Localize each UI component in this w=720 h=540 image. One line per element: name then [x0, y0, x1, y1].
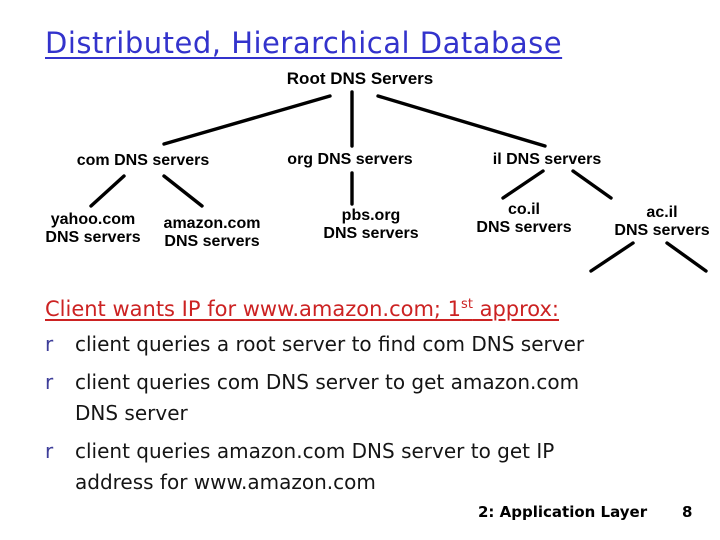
edge-root-il [376, 94, 547, 148]
tree-node-pbs-line2: DNS servers [323, 225, 419, 242]
tree-node-root: Root DNS Servers [286, 69, 434, 88]
bullet-text-line: client queries amazon.com DNS server to … [75, 439, 555, 463]
edge-acil-child-right [665, 241, 708, 273]
tree-node-yahoo-line2: DNS servers [45, 229, 141, 246]
body-heading-suffix: approx: [472, 297, 560, 321]
edge-com-yahoo [89, 174, 126, 208]
edge-il-coil [501, 169, 545, 200]
tree-node-coil: co.il DNS servers [476, 201, 571, 237]
tree-node-acil-line2: DNS servers [614, 222, 710, 239]
tree-node-com: com DNS servers [76, 152, 210, 169]
tree-node-acil-line1: ac.il [646, 204, 678, 221]
bullet-item: r client queries amazon.com DNS server t… [45, 436, 685, 498]
bullet-text-line: client queries a root server to find com… [75, 332, 585, 356]
tree-node-amazon-line1: amazon.com [163, 215, 261, 232]
bullet-text: client queries amazon.com DNS server to … [75, 436, 554, 498]
bullet-marker: r [45, 332, 54, 356]
bullet-text: client queries a root server to find com… [75, 329, 584, 360]
footer-section-label: 2: Application Layer [478, 503, 648, 521]
bullet-list: r client queries a root server to find c… [45, 329, 685, 505]
footer-page-number: 8 [682, 503, 693, 521]
bullet-marker: r [45, 439, 54, 463]
tree-node-pbs-line1: pbs.org [341, 207, 401, 224]
tree-node-org: org DNS servers [287, 151, 413, 168]
tree-node-yahoo-line1: yahoo.com [50, 211, 136, 228]
tree-node-yahoo: yahoo.com DNS servers [45, 211, 140, 247]
body-heading-superscript: st [461, 297, 473, 312]
bullet-marker: r [45, 370, 54, 394]
edge-com-amazon [162, 174, 204, 208]
bullet-text: client queries com DNS server to get ama… [75, 367, 579, 429]
tree-node-coil-line1: co.il [507, 201, 541, 218]
bullet-text-line: DNS server [75, 401, 188, 425]
tree-node-amazon-line2: DNS servers [164, 233, 260, 250]
tree-node-acil: ac.il DNS servers [614, 204, 709, 240]
slide-title: Distributed, Hierarchical Database [45, 26, 563, 60]
body-heading: Client wants IP for www.amazon.com; 1st … [45, 297, 559, 321]
edge-acil-child-left [589, 241, 635, 273]
bullet-text-line: address for www.amazon.com [75, 470, 376, 494]
bullet-text-line: client queries com DNS server to get ama… [75, 370, 580, 394]
edge-root-com [162, 94, 332, 146]
bullet-item: r client queries com DNS server to get a… [45, 367, 685, 429]
bullet-item: r client queries a root server to find c… [45, 329, 685, 360]
body-heading-prefix: Client wants IP for www.amazon.com; 1 [45, 297, 462, 321]
tree-node-coil-line2: DNS servers [476, 219, 572, 236]
edge-il-acil [571, 169, 613, 200]
tree-node-amazon: amazon.com DNS servers [164, 215, 261, 251]
tree-node-pbs: pbs.org DNS servers [323, 207, 418, 243]
tree-node-il: il DNS servers [492, 151, 602, 168]
